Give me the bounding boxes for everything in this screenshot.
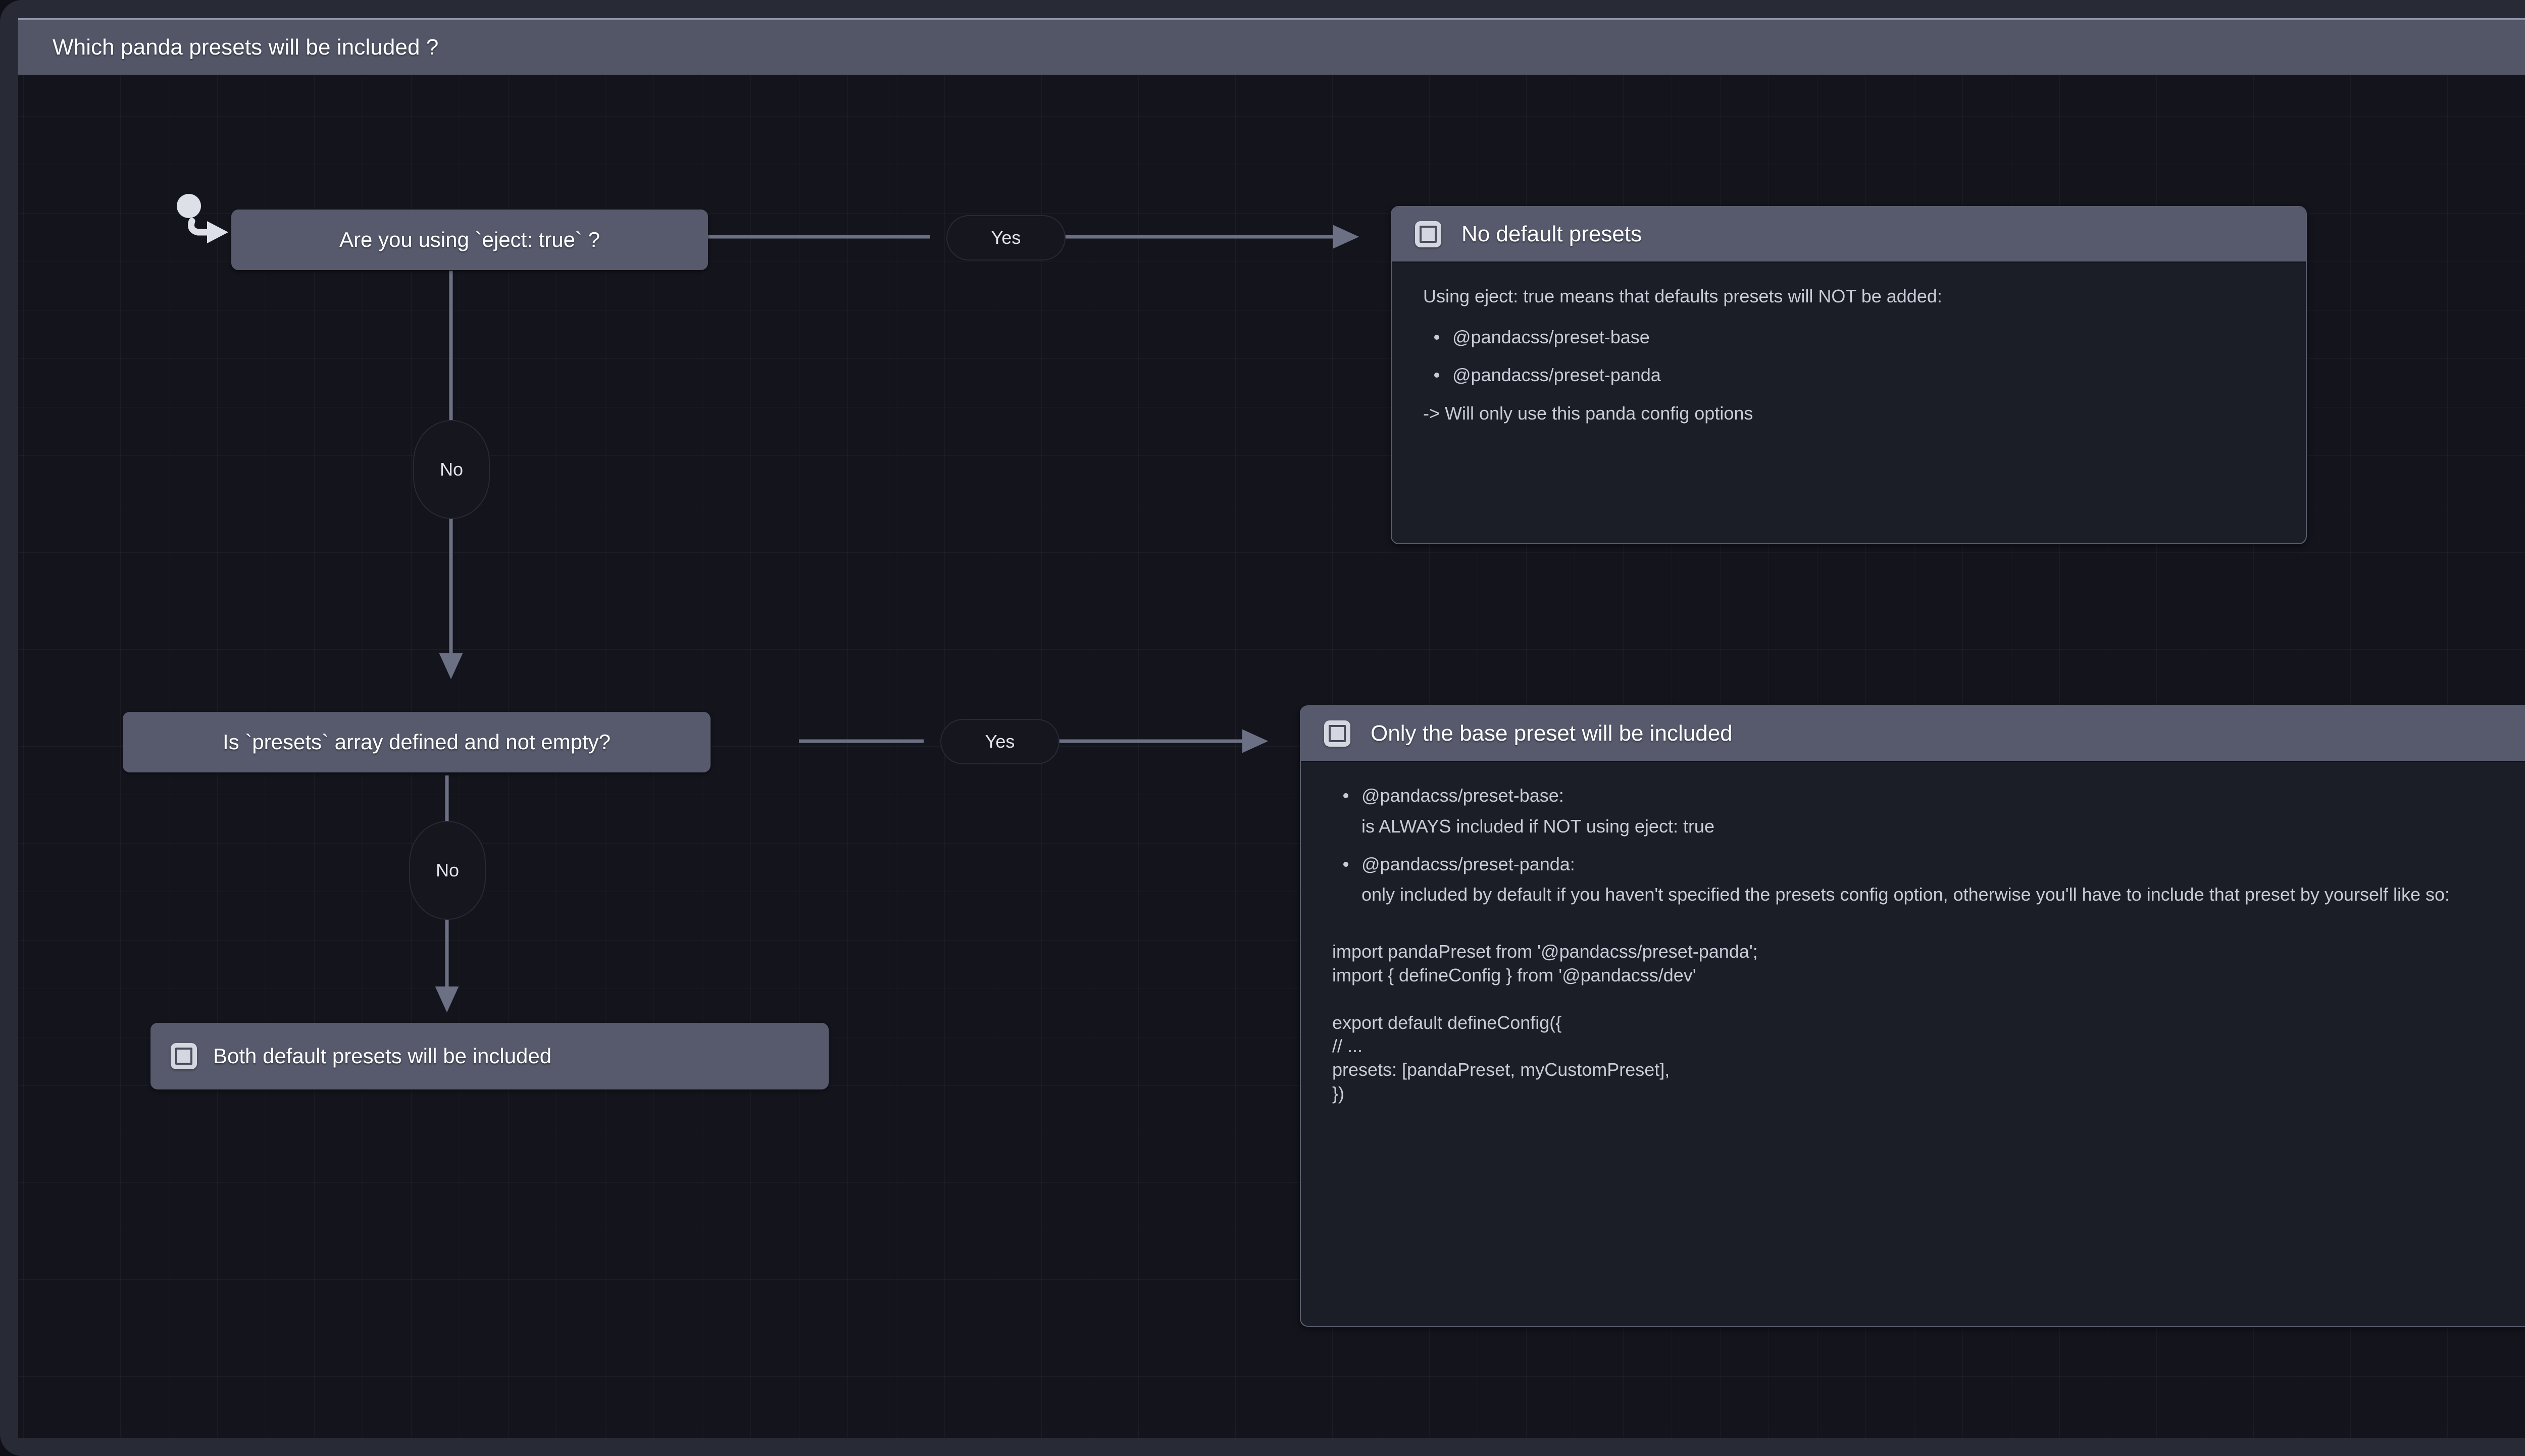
square-note-icon (1324, 720, 1350, 747)
edge-label-yes-2[interactable]: Yes (940, 719, 1059, 764)
preset-detail-list: @pandacss/preset-base: is ALWAYS include… (1332, 784, 2525, 907)
decision-node-presets-array-label: Is `presets` array defined and not empty… (222, 730, 611, 754)
panel-intro-text: Using eject: true means that defaults pr… (1423, 286, 1942, 306)
list-item-term: @pandacss/preset-panda: (1361, 853, 1575, 874)
result-node-both-default-presets[interactable]: Both default presets will be included (150, 1023, 829, 1089)
decision-node-eject-label: Are you using `eject: true` ? (339, 228, 600, 251)
list-item-term: @pandacss/preset-base: (1361, 785, 1564, 806)
flowchart-canvas[interactable]: Are you using `eject: true` ? Yes No Is … (18, 18, 2525, 1438)
panel-only-base-preset-header: Only the base preset will be included (1301, 706, 2525, 762)
panel-no-default-presets-body: Using eject: true means that defaults pr… (1392, 263, 2306, 448)
edge-label-no-2[interactable]: No (409, 821, 486, 920)
panel-no-default-presets-header: No default presets (1392, 207, 2306, 263)
square-note-icon (1415, 221, 1441, 247)
spacer (1332, 922, 2525, 940)
panel-no-default-presets-title: No default presets (1461, 222, 1642, 246)
panel-only-base-preset[interactable]: Only the base preset will be included @p… (1300, 705, 2525, 1327)
decision-node-eject[interactable]: Are you using `eject: true` ? (231, 210, 708, 270)
list-item: @pandacss/preset-panda (1434, 363, 2280, 387)
start-node-arrow-icon (177, 194, 228, 243)
decision-node-presets-array[interactable]: Is `presets` array defined and not empty… (123, 712, 711, 772)
diagram-title-bar: Which panda presets will be included ? (18, 18, 2525, 75)
list-item-desc: only included by default if you haven't … (1361, 884, 2450, 905)
square-note-icon (171, 1043, 197, 1069)
list-item: @pandacss/preset-base (1434, 326, 2280, 349)
panel-outro-text: -> Will only use this panda config optio… (1423, 403, 1753, 424)
edge-label-no-1[interactable]: No (413, 420, 490, 519)
panel-no-default-presets[interactable]: No default presets Using eject: true mea… (1391, 206, 2307, 544)
preset-bullet-list: @pandacss/preset-base @pandacss/preset-p… (1423, 326, 2280, 387)
result-node-both-default-presets-label: Both default presets will be included (213, 1044, 552, 1068)
edge-label-yes-1[interactable]: Yes (946, 215, 1066, 261)
panel-only-base-preset-title: Only the base preset will be included (1371, 721, 1733, 746)
list-item: @pandacss/preset-panda: only included by… (1343, 853, 2525, 907)
list-item-desc: is ALWAYS included if NOT using eject: t… (1361, 815, 1714, 837)
page-title: Which panda presets will be included ? (53, 35, 439, 60)
panel-only-base-preset-body: @pandacss/preset-base: is ALWAYS include… (1301, 762, 2525, 1128)
code-block: import pandaPreset from '@pandacss/prese… (1332, 941, 1758, 1104)
list-item: @pandacss/preset-base: is ALWAYS include… (1343, 784, 2525, 839)
